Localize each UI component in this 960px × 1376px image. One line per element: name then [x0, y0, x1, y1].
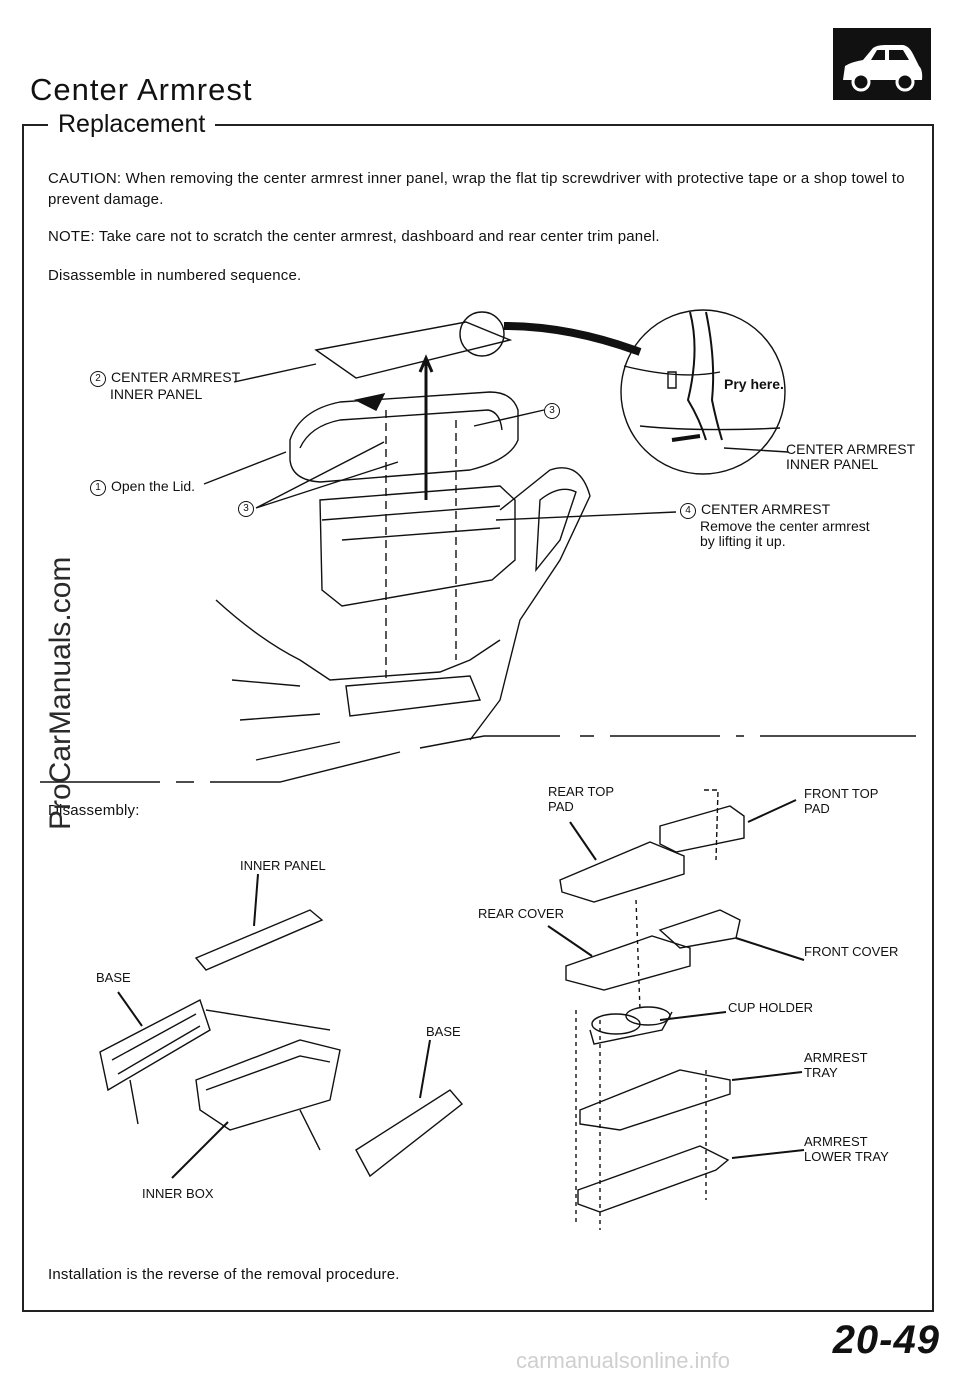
car-side-icon: [833, 28, 931, 100]
page-title: Center Armrest: [30, 72, 253, 107]
label-armrest-tray: ARMREST TRAY: [804, 1050, 868, 1080]
note-text: NOTE: Take care not to scratch the cente…: [48, 228, 660, 245]
label-front-top-pad: FRONT TOP PAD: [804, 786, 879, 816]
label-rear-cover: REAR COVER: [478, 906, 564, 921]
label-armrest-lower-tray: ARMREST LOWER TRAY: [804, 1134, 889, 1164]
detail-inner-panel-label: CENTER ARMREST INNER PANEL: [786, 441, 916, 472]
callout-step-3-right: 3: [544, 402, 565, 419]
label-inner-panel: INNER PANEL: [240, 858, 326, 873]
label-cup-holder: CUP HOLDER: [728, 1000, 814, 1015]
footer-watermark: carmanualsonline.info: [516, 1348, 731, 1373]
label-base-left: BASE: [96, 970, 131, 985]
installation-text: Installation is the reverse of the remov…: [48, 1266, 400, 1283]
sequence-text: Disassemble in numbered sequence.: [48, 267, 302, 284]
step-2-marker: 2: [90, 371, 106, 387]
step-1-marker: 1: [90, 480, 106, 496]
disassembly-heading: Disassembly:: [48, 802, 140, 819]
label-rear-top-pad: REAR TOP PAD: [548, 784, 614, 814]
side-watermark: ProCarManuals.com: [44, 556, 77, 830]
page-number: 20-49: [832, 1318, 940, 1362]
detail-pry-here: Pry here.: [724, 376, 784, 392]
step-3-marker-right: 3: [544, 403, 560, 419]
step-3-marker: 3: [238, 501, 254, 517]
step-4-marker: 4: [680, 503, 696, 519]
callout-step-3-left: 3: [238, 500, 259, 517]
section-frame: [22, 124, 934, 1312]
label-base-right: BASE: [426, 1024, 461, 1039]
label-front-cover: FRONT COVER: [804, 944, 899, 959]
section-title: Replacement: [48, 110, 216, 139]
caution-text: CAUTION: When removing the center armres…: [48, 170, 905, 208]
label-inner-box: INNER BOX: [142, 1186, 214, 1201]
